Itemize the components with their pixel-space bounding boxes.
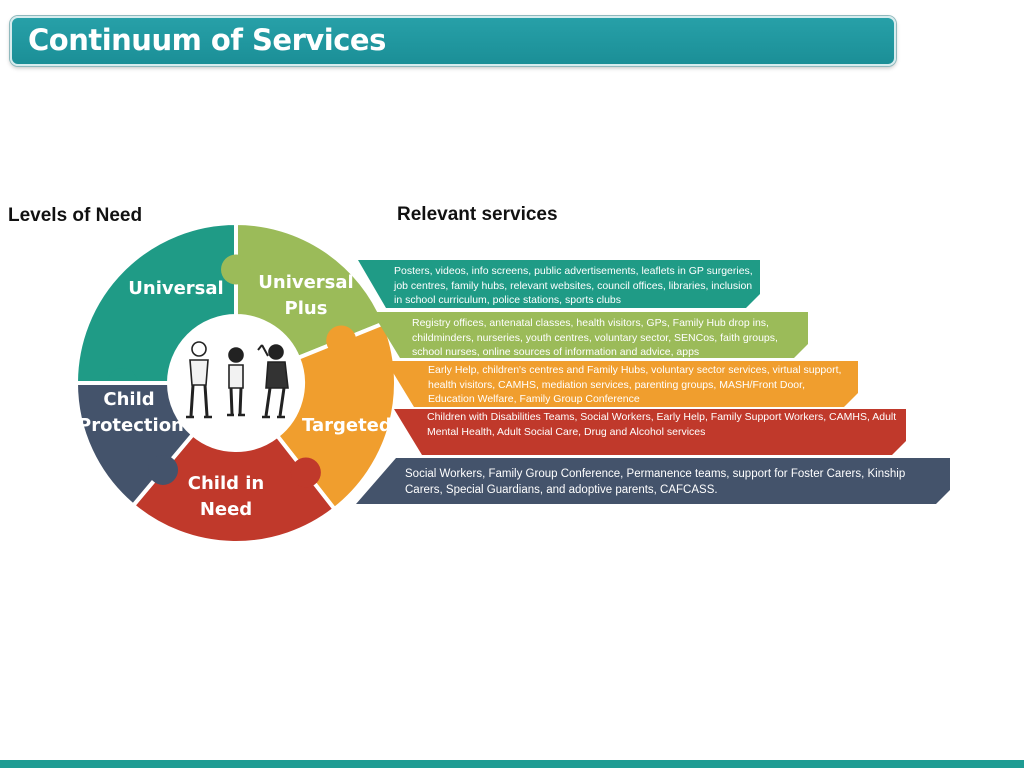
relevant-services-heading: Relevant services <box>397 204 558 225</box>
puzzle-knob-child-in-need <box>290 457 321 488</box>
band-shape-universal-plus <box>372 312 808 358</box>
band-shape-child-protection <box>356 458 950 504</box>
segment-label-child-in-need: Child in Need <box>187 473 265 520</box>
band-shape-child-in-need <box>394 409 906 455</box>
service-text-child-in-need: Children with Disabilities Teams, Social… <box>427 411 897 438</box>
segment-label-child-protection: Child Protection <box>78 389 184 436</box>
service-text-child-protection: Social Workers, Family Group Conference,… <box>405 468 906 496</box>
service-text-universal-plus: Registry offices, antenatal classes, hea… <box>412 317 778 358</box>
service-band-universal-plus: Registry offices, antenatal classes, hea… <box>372 312 808 358</box>
title-bar: Continuum of Services <box>10 16 896 66</box>
puzzle-knob-child-protection <box>148 454 179 485</box>
segment-label-universal-plus: Universal Plus <box>258 272 354 319</box>
service-band-universal: Posters, videos, info screens, public ad… <box>358 260 760 308</box>
page-title: Continuum of Services <box>28 23 386 57</box>
levels-wheel <box>73 220 398 545</box>
footer-bar <box>0 760 1024 768</box>
band-shape-targeted <box>386 361 858 407</box>
service-text-universal: Posters, videos, info screens, public ad… <box>394 265 753 306</box>
segment-label-targeted: Targeted <box>302 415 392 436</box>
band-shape-universal <box>358 260 760 308</box>
segment-label-universal: Universal <box>128 278 224 299</box>
levels-of-need-heading: Levels of Need <box>8 205 143 226</box>
puzzle-knob-targeted <box>326 325 357 356</box>
service-text-targeted: Early Help, children's centres and Famil… <box>428 364 842 405</box>
service-band-child-protection: Social Workers, Family Group Conference,… <box>356 458 950 504</box>
family-figures-icon <box>186 341 289 419</box>
service-band-child-in-need: Children with Disabilities Teams, Social… <box>394 409 906 455</box>
service-band-targeted: Early Help, children's centres and Famil… <box>386 361 858 407</box>
puzzle-knob-universal-plus <box>221 254 251 285</box>
